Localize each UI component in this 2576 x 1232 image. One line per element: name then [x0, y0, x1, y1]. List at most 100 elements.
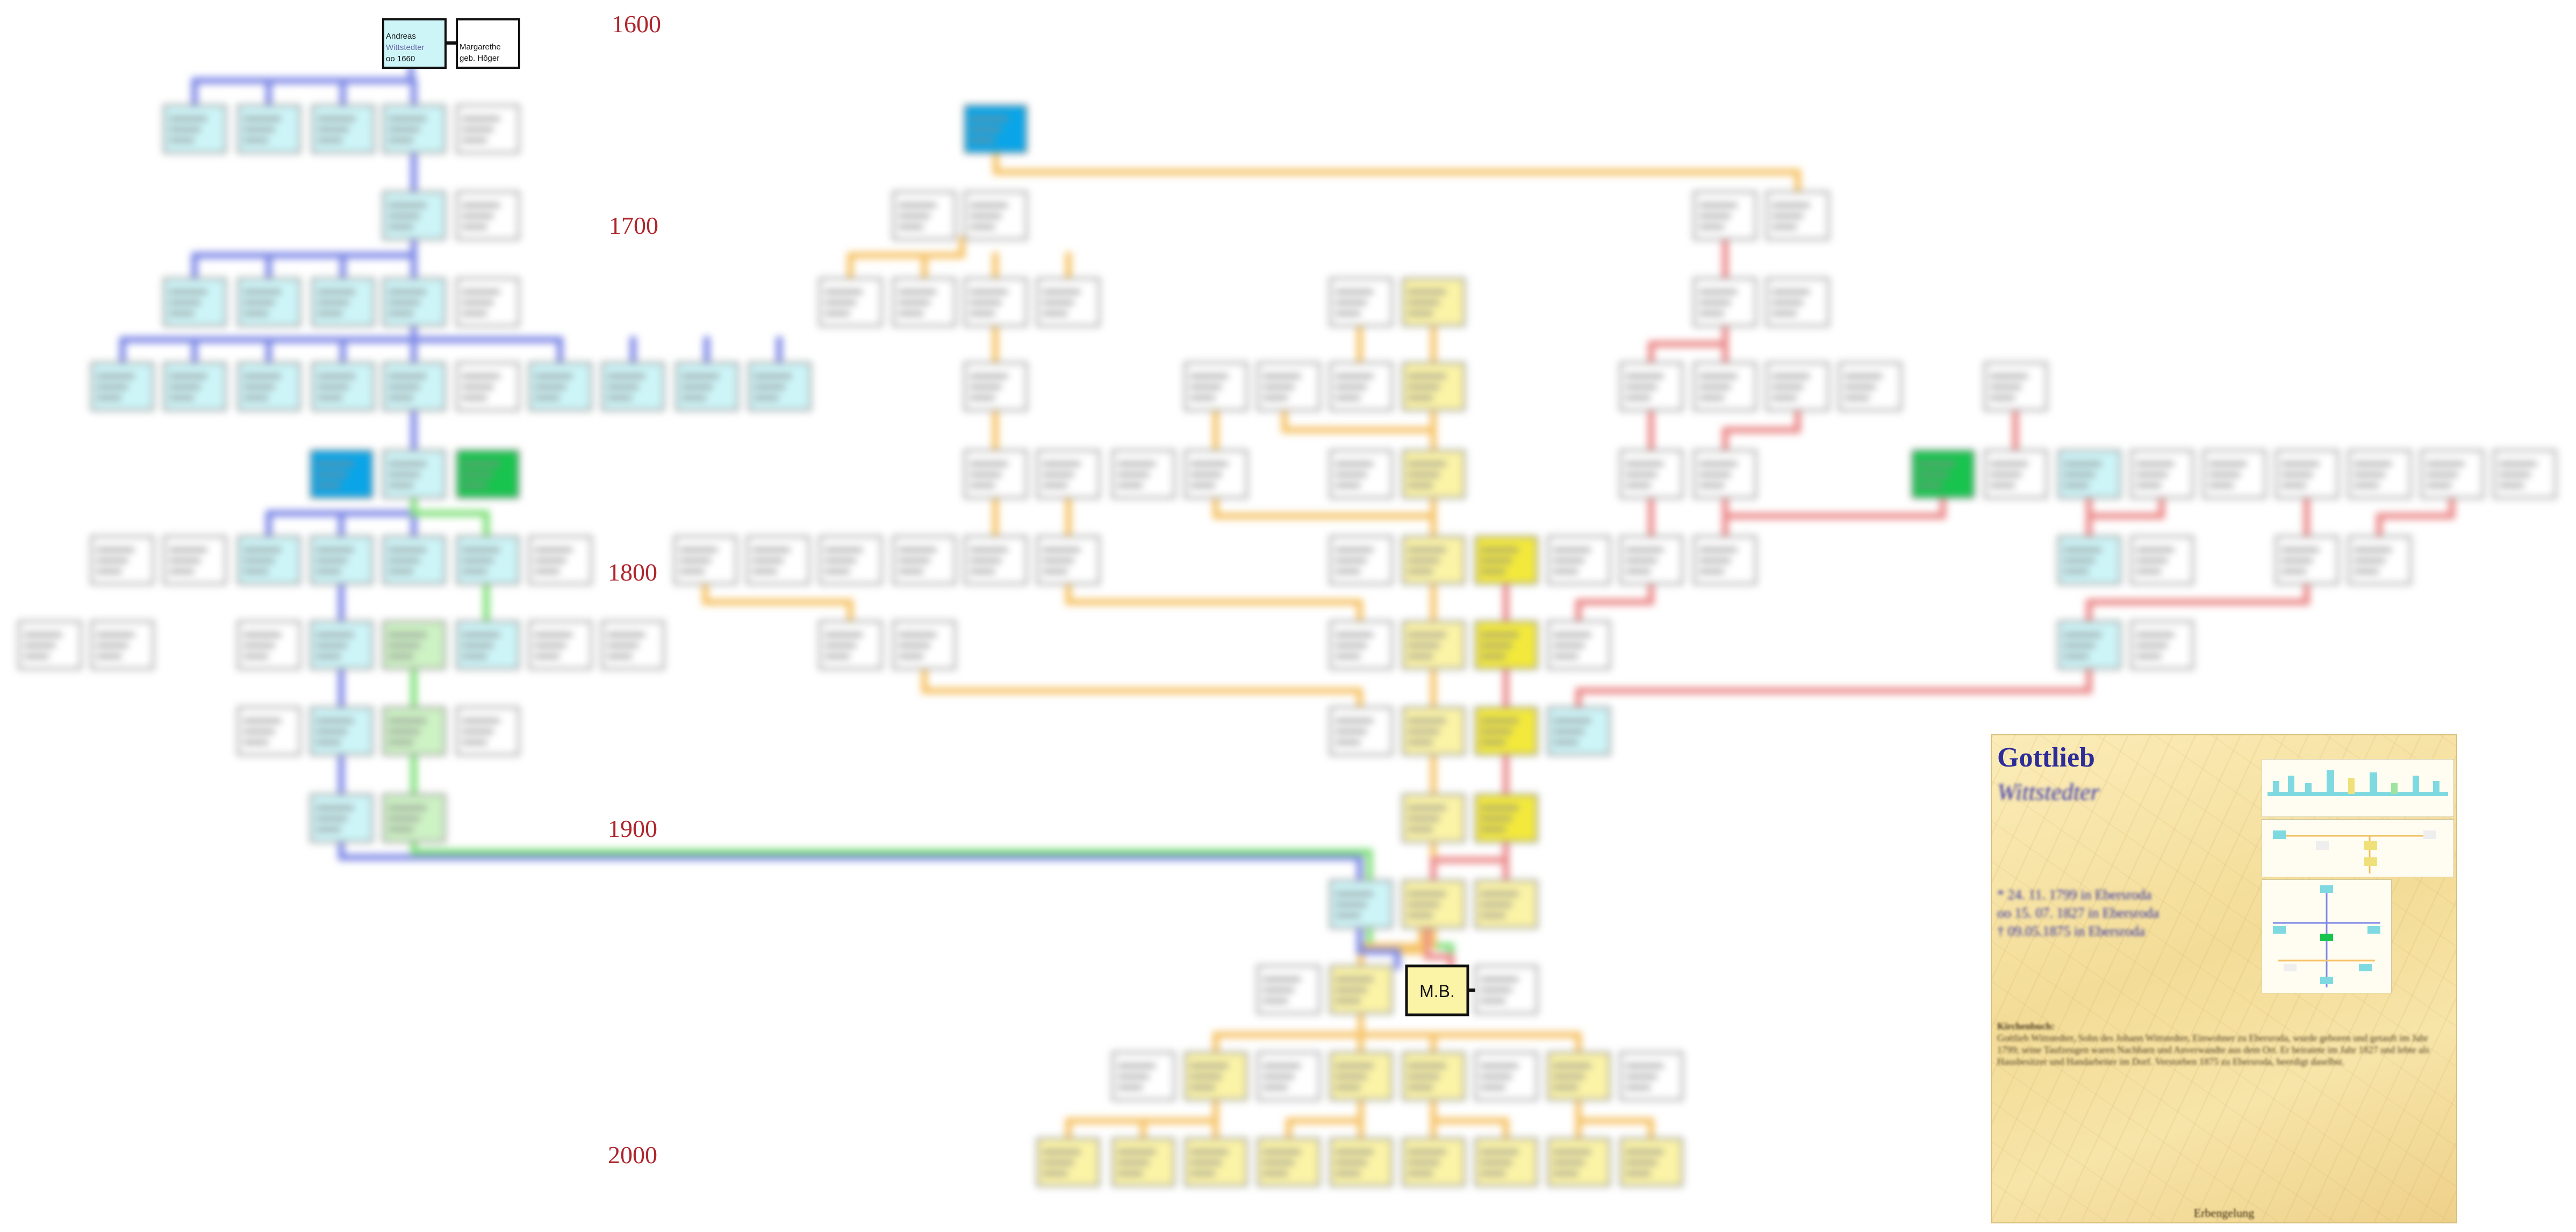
tree-person-text — [389, 484, 413, 487]
tree-person-text — [1626, 462, 1663, 465]
tree-person-text — [1481, 1086, 1505, 1089]
tree-person-text — [1336, 914, 1360, 917]
tree-person-text — [1990, 484, 2015, 487]
tree-person-text — [1190, 375, 1228, 378]
card-footer: Erbengelung — [2193, 1206, 2255, 1220]
tree-person-text — [1699, 204, 1737, 207]
tree-person-text — [316, 473, 347, 476]
tree-person-text — [1481, 1172, 1505, 1175]
tree-person-text — [1626, 570, 1651, 573]
tree-person-text — [1408, 462, 1446, 465]
tree-person-text — [389, 730, 420, 733]
tree-person-text — [2136, 559, 2168, 562]
tree-person-text — [1408, 301, 1439, 304]
tree-person-text — [169, 301, 200, 304]
tree-person-text — [1336, 1075, 1367, 1078]
tree-person-text — [2064, 462, 2101, 465]
focus-person: M.B. — [1405, 964, 1475, 1016]
tree-person-text — [2281, 559, 2313, 562]
tree-person-text — [243, 128, 275, 131]
tree-person-text — [1336, 999, 1360, 1002]
tree-person-text — [970, 312, 995, 315]
tree-person-text — [389, 806, 426, 810]
tree-person-text — [1990, 375, 2028, 378]
tree-person-text — [1118, 1086, 1143, 1089]
tree-person-text — [970, 128, 1001, 131]
tree-person-text — [1481, 655, 1505, 658]
tree-person-text — [1553, 1075, 1584, 1078]
tree-person-text — [681, 396, 706, 399]
tree-person-text — [535, 385, 566, 389]
tree-person-text — [1481, 903, 1512, 906]
tree-person-text — [462, 655, 487, 658]
tree-person-text — [2064, 570, 2089, 573]
tree-person-text — [754, 375, 792, 378]
tree-person-text — [535, 655, 559, 658]
tree-person-text — [825, 570, 850, 573]
tree-person-text — [681, 375, 719, 378]
tree-person-text — [462, 301, 493, 304]
tree-person-text — [1408, 914, 1433, 917]
year-label-2000: 2000 — [608, 1141, 657, 1169]
tree-person-text — [169, 139, 194, 142]
tree-person-text — [1336, 978, 1373, 981]
tree-connector-line — [1424, 925, 1454, 969]
tree-person-text — [1553, 1161, 1584, 1164]
tree-person-text — [243, 730, 275, 733]
tree-person-text — [462, 225, 487, 228]
tree-person-text — [2136, 570, 2161, 573]
tree-person-text — [899, 301, 930, 304]
tree-person-text — [1336, 375, 1373, 378]
tree-person-text — [607, 385, 638, 389]
tree-person-text — [1408, 1086, 1433, 1089]
tree-person-text — [899, 570, 923, 573]
tree-person-text — [1699, 484, 1724, 487]
tree-person-text — [1481, 644, 1512, 647]
tree-person-text — [389, 204, 426, 207]
tree-person-box[interactable] — [2275, 449, 2339, 499]
tree-person-text — [1336, 570, 1360, 573]
tree-person-text — [389, 655, 413, 658]
tree-person-text — [169, 117, 207, 120]
tree-person-text — [825, 559, 856, 562]
tree-person-text — [752, 570, 777, 573]
tree-person-text — [752, 559, 784, 562]
tree-person-text — [389, 117, 426, 120]
tree-person-text — [1408, 655, 1433, 658]
focus-person-box[interactable] — [1405, 964, 1469, 1016]
tree-person-text — [1553, 559, 1584, 562]
tree-person-text — [1553, 548, 1591, 551]
tree-person-text — [24, 644, 55, 647]
tree-person-text — [243, 719, 281, 722]
tree-person-text — [970, 559, 1001, 562]
root-husband-box[interactable] — [382, 18, 447, 69]
tree-person-text — [1408, 892, 1446, 896]
tree-person-text — [1553, 1150, 1591, 1154]
tree-person-text — [1336, 548, 1373, 551]
tree-person-text — [1336, 903, 1367, 906]
tree-person-text — [1336, 473, 1367, 476]
tree-person-text — [1408, 817, 1439, 820]
root-husband-name: Andreas — [386, 32, 416, 41]
tree-person-text — [1408, 548, 1446, 551]
tree-person-text — [316, 559, 347, 562]
tree-person-text — [825, 655, 850, 658]
tree-person-text — [2354, 559, 2385, 562]
tree-person-text — [825, 548, 863, 551]
tree-person-text — [1408, 730, 1439, 733]
tree-person-text — [1481, 1161, 1512, 1164]
tree-person-text — [2064, 559, 2095, 562]
tree-person-text — [1043, 559, 1074, 562]
tree-person-text — [970, 385, 1001, 389]
tree-person-text — [1699, 570, 1724, 573]
tree-connector-line — [119, 65, 1363, 884]
tree-person-text — [1626, 1150, 1663, 1154]
tree-connector-line — [1357, 925, 1401, 969]
tree-person-text — [462, 730, 493, 733]
tree-person-text — [1408, 484, 1433, 487]
tree-person-text — [1699, 225, 1724, 228]
tree-person-text — [243, 633, 281, 636]
root-wife-box[interactable] — [456, 18, 520, 69]
tree-person-text — [389, 375, 426, 378]
tree-person-text — [1699, 462, 1737, 465]
